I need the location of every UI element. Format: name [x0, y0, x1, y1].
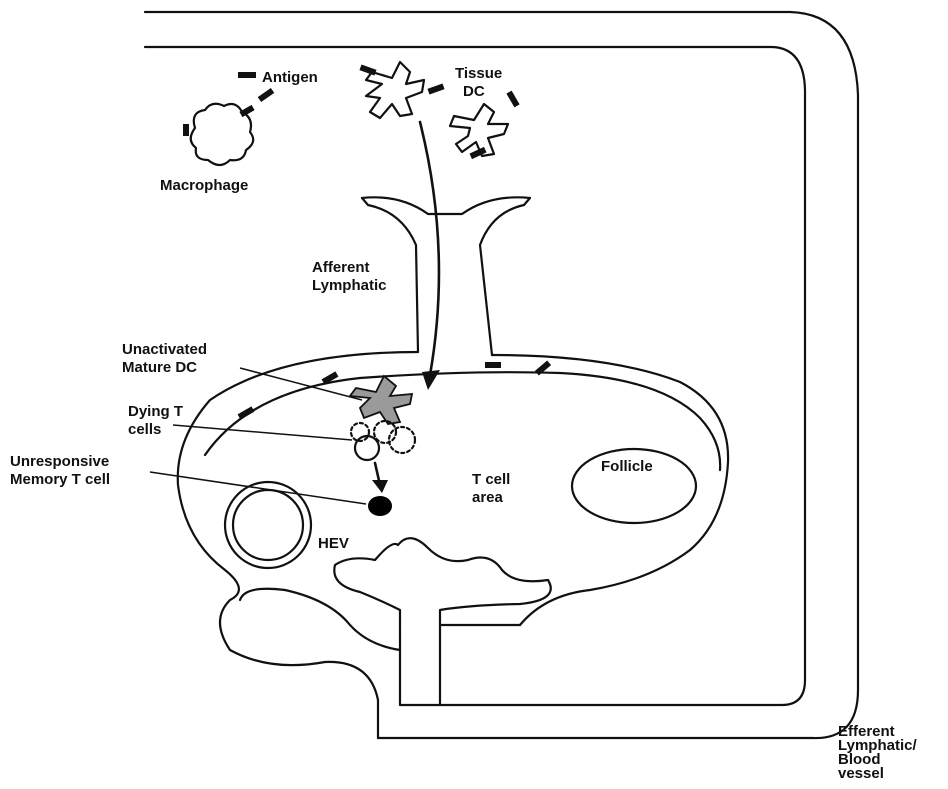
antigen-fragment: [238, 406, 255, 419]
dying-t-cell: [355, 436, 379, 460]
leader-mature-dc: [240, 368, 362, 400]
label-unresponsive-memory-t-cell: Unresponsive Memory T cell: [10, 453, 113, 488]
antigen-fragment: [485, 362, 501, 368]
afferent-lymphatic-vessel: [362, 197, 530, 355]
tissue-boundary-outer: [145, 12, 858, 738]
leader-dying-t-cells: [173, 425, 352, 440]
label-antigen: Antigen: [262, 69, 318, 86]
antigen-legend-bar: [238, 72, 256, 78]
dc-migration-arrow: [420, 122, 439, 375]
antigen-fragment: [258, 88, 275, 102]
dc-migration-arrowhead: [422, 370, 440, 390]
label-efferent: Efferent Lymphatic/ Blood vessel: [838, 723, 921, 782]
label-macrophage: Macrophage: [160, 177, 248, 194]
antigen-fragment: [359, 64, 376, 75]
antigen-fragment: [427, 83, 444, 94]
label-afferent-lymphatic: Afferent Lymphatic: [312, 259, 386, 294]
label-tissue-dc: Tissue DC: [455, 65, 506, 100]
antigen-fragments: [183, 64, 551, 419]
unresponsive-memory-t-cell: [368, 496, 392, 516]
label-follicle: Follicle: [601, 458, 653, 475]
cortex-inner-boundary: [205, 372, 720, 470]
medulla-vessel-loop: [240, 589, 440, 705]
label-dying-t-cells: Dying T cells: [128, 403, 187, 438]
label-t-cell-area: T cell area: [472, 471, 515, 506]
antigen-fragment: [183, 124, 189, 136]
hev-outer: [225, 482, 311, 568]
t-cell-fate-arrowhead: [372, 480, 388, 493]
lymph-node-capsule-right: [492, 355, 728, 625]
antigen-fragment: [506, 91, 519, 108]
tissue-dc-cell-2: [450, 104, 508, 156]
medullary-cord: [334, 538, 550, 650]
leader-memory-t-cell: [150, 472, 366, 504]
label-hev: HEV: [318, 535, 349, 552]
label-unactivated-mature-dc: Unactivated Mature DC: [122, 341, 211, 376]
hev-inner: [233, 490, 303, 560]
